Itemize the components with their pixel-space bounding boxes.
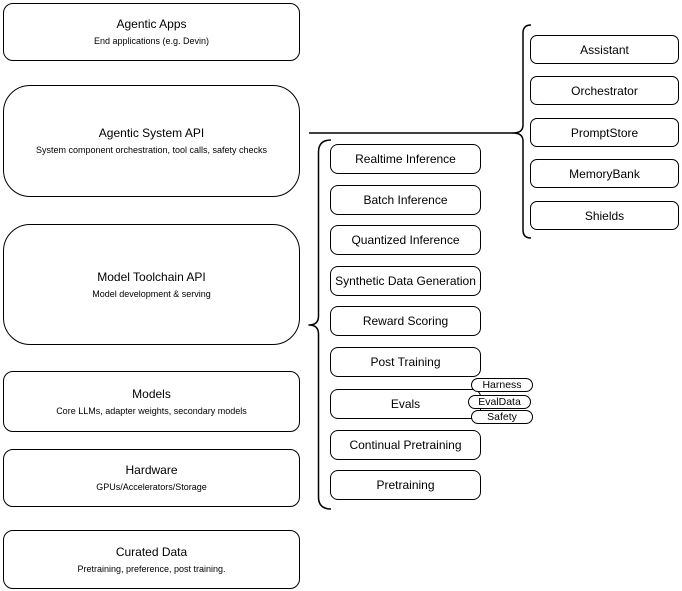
node-title: Models xyxy=(132,386,171,401)
node-models: Models Core LLMs, adapter weights, secon… xyxy=(3,371,300,432)
node-title: Hardware xyxy=(125,463,178,477)
node-batch-inference: Batch Inference xyxy=(330,185,481,215)
node-hardware: Hardware GPUs/Accelerators/Storage xyxy=(3,449,300,507)
node-subtitle: GPUs/Accelerators/Storage xyxy=(96,482,207,492)
tag-evaldata: EvalData xyxy=(468,395,531,409)
node-agentic-system-api: Agentic System API System component orch… xyxy=(3,85,300,197)
toolchain-brace xyxy=(308,139,332,510)
node-title: Curated Data xyxy=(115,544,188,559)
tag-harness: Harness xyxy=(471,378,533,392)
node-curated-data: Curated Data Pretraining, preference, po… xyxy=(3,530,300,589)
node-subtitle: Core LLMs, adapter weights, secondary mo… xyxy=(56,405,247,416)
node-agentic-apps: Agentic Apps End applications (e.g. Devi… xyxy=(3,3,300,61)
node-memorybank: MemoryBank xyxy=(530,159,679,188)
node-title: Agentic System API xyxy=(98,126,205,140)
tag-safety: Safety xyxy=(471,410,533,424)
node-reward-scoring: Reward Scoring xyxy=(330,306,481,336)
node-assistant: Assistant xyxy=(530,35,679,64)
node-evals: Evals xyxy=(330,389,481,419)
node-title: Model Toolchain API xyxy=(97,269,206,284)
node-post-training: Post Training xyxy=(330,347,481,377)
node-continual-pretraining: Continual Pretraining xyxy=(330,430,481,460)
node-quantized-inference: Quantized Inference xyxy=(330,225,481,255)
node-subtitle: Pretraining, preference, post training. xyxy=(77,563,226,574)
node-model-toolchain-api: Model Toolchain API Model development & … xyxy=(3,224,300,345)
node-subtitle: Model development & serving xyxy=(92,288,211,299)
node-pretraining: Pretraining xyxy=(330,470,481,500)
node-synthetic-data-generation: Synthetic Data Generation xyxy=(330,266,481,296)
node-promptstore: PromptStore xyxy=(530,118,679,147)
node-orchestrator: Orchestrator xyxy=(530,76,679,105)
node-shields: Shields xyxy=(530,201,679,230)
node-subtitle: End applications (e.g. Devin) xyxy=(93,36,210,46)
node-subtitle: System component orchestration, tool cal… xyxy=(35,145,268,155)
system-components-brace xyxy=(512,24,532,239)
node-title: Agentic Apps xyxy=(116,17,187,31)
node-realtime-inference: Realtime Inference xyxy=(330,144,481,174)
